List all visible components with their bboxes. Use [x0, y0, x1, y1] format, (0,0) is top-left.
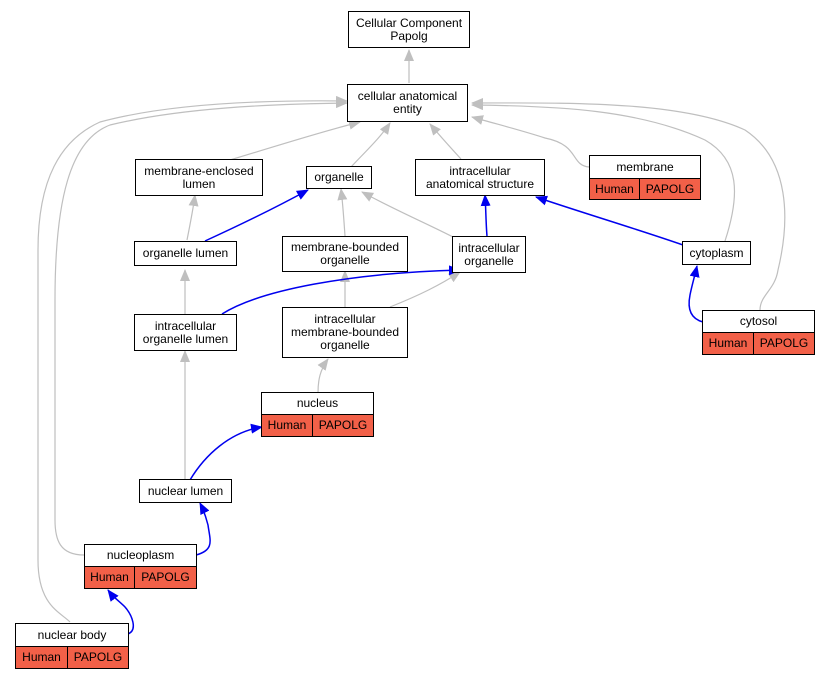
species-cell: Human — [590, 179, 640, 199]
annotation-row: Human PAPOLG — [590, 179, 700, 199]
node-label: nucleus — [262, 393, 373, 415]
edge-nucleoplasm-to-cae — [54, 98, 348, 556]
annotation-row: Human PAPOLG — [16, 647, 128, 668]
edge-membrane-to-cae — [471, 115, 590, 168]
edge-iol-to-io — [221, 265, 461, 315]
annotation-row: Human PAPOLG — [262, 415, 373, 436]
node-label: nuclear body — [16, 624, 128, 647]
edge-nb-to-nucleoplasm — [107, 589, 135, 635]
edge-mel-to-cae — [229, 119, 361, 161]
node-cellular-component-papolg[interactable]: Cellular Component Papolg — [348, 11, 470, 48]
edge-cytoplasm-to-ias — [535, 195, 684, 246]
node-cellular-anatomical-entity[interactable]: cellular anatomical entity — [347, 84, 468, 122]
node-nucleus[interactable]: nucleus Human PAPOLG — [261, 392, 374, 437]
edge-nucleus-to-imbo — [317, 358, 329, 394]
node-membrane-enclosed-lumen[interactable]: membrane-enclosed lumen — [135, 159, 263, 196]
node-organelle-lumen[interactable]: organelle lumen — [134, 241, 237, 266]
node-nucleoplasm[interactable]: nucleoplasm Human PAPOLG — [84, 544, 197, 589]
node-intracellular-anatomical-structure[interactable]: intracellular anatomical structure — [415, 159, 545, 196]
node-intracellular-membrane-bounded-organelle[interactable]: intracellular membrane-bounded organelle — [282, 307, 408, 358]
edge-ol-to-mel — [186, 194, 199, 241]
species-cell: Human — [85, 567, 135, 588]
node-label: nucleoplasm — [85, 545, 196, 567]
node-intracellular-organelle[interactable]: intracellular organelle — [452, 236, 526, 273]
node-nuclear-body[interactable]: nuclear body Human PAPOLG — [15, 623, 129, 669]
edge-cytosol-to-cytoplasm — [688, 265, 704, 323]
edge-nucleoplasm-to-nl — [195, 502, 211, 556]
node-membrane-bounded-organelle[interactable]: membrane-bounded organelle — [282, 236, 408, 272]
edge-nucleoplasm-to-cae-outer — [37, 95, 348, 623]
edge-mbo-to-organelle — [337, 188, 348, 237]
node-intracellular-organelle-lumen[interactable]: intracellular organelle lumen — [134, 314, 237, 351]
node-membrane[interactable]: membrane Human PAPOLG — [589, 155, 701, 200]
species-cell: Human — [16, 647, 68, 668]
edge-ol-to-organelle — [204, 189, 309, 242]
gene-cell: PAPOLG — [313, 415, 373, 436]
node-nuclear-lumen[interactable]: nuclear lumen — [139, 479, 232, 503]
edge-io-to-ias — [480, 194, 491, 237]
node-label: membrane — [590, 156, 700, 179]
node-organelle[interactable]: organelle — [306, 166, 372, 189]
gene-cell: PAPOLG — [640, 179, 700, 199]
edge-io-to-organelle — [361, 191, 456, 239]
node-cytosol[interactable]: cytosol Human PAPOLG — [702, 310, 815, 355]
node-cytoplasm[interactable]: cytoplasm — [682, 241, 751, 265]
edge-cytosol-to-cae — [471, 97, 786, 311]
annotation-row: Human PAPOLG — [703, 333, 814, 354]
species-cell: Human — [262, 415, 313, 436]
edge-cytoplasm-to-cae — [471, 100, 736, 242]
gene-cell: PAPOLG — [68, 647, 128, 668]
species-cell: Human — [703, 333, 754, 354]
edge-ias-to-cae — [429, 123, 462, 160]
edge-imbo-to-io — [389, 271, 461, 308]
edge-nl-to-nucleus — [189, 423, 263, 481]
annotation-row: Human PAPOLG — [85, 567, 196, 588]
edge-organelle-to-cae — [350, 122, 391, 168]
gene-cell: PAPOLG — [754, 333, 814, 354]
gene-cell: PAPOLG — [135, 567, 196, 588]
node-label: cytosol — [703, 311, 814, 333]
